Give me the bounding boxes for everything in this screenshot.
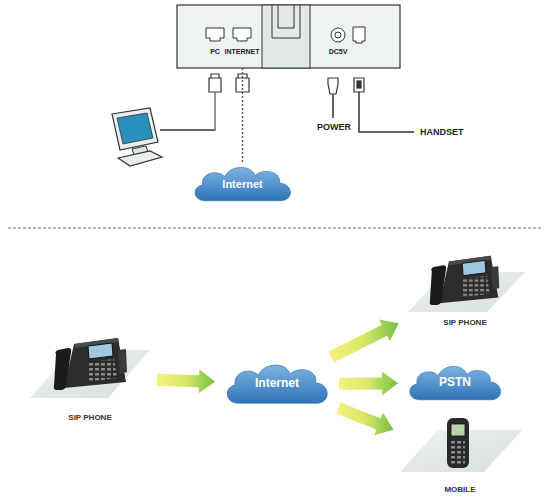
- computer-icon: [112, 108, 162, 166]
- sip-phone-icon: [54, 338, 127, 390]
- device-caption: SIP PHONE: [68, 414, 111, 423]
- sip-phone-node: SIP PHONE: [30, 330, 150, 425]
- cables: [160, 74, 414, 132]
- handset-label: HANDSET: [420, 127, 464, 137]
- device-caption: MOBILE: [444, 486, 475, 495]
- cloud-label: Internet: [222, 178, 262, 190]
- device-caption: SIP PHONE: [443, 319, 486, 328]
- pstn-cloud: PSTN: [405, 362, 505, 404]
- flow-arrow: [336, 403, 393, 436]
- cloud-label: Internet: [255, 377, 299, 390]
- flow-arrow: [157, 369, 215, 393]
- internet-cloud: Internet: [222, 360, 332, 408]
- network-cable: [242, 68, 243, 163]
- device-housing: [177, 5, 400, 68]
- port-label: DC5V: [329, 48, 348, 56]
- power-label: POWER: [317, 122, 351, 132]
- device-box: PC INTERNET DC5V: [177, 5, 400, 68]
- sip-phone-icon: [430, 256, 500, 305]
- port-label: INTERNET: [225, 48, 260, 56]
- port-label: PC: [210, 48, 220, 56]
- flow-arrow: [329, 320, 399, 363]
- flow-arrow: [339, 371, 398, 395]
- cloud-label: PSTN: [439, 376, 471, 389]
- mobile-node: MOBILE: [400, 415, 520, 497]
- separator-line: [8, 228, 542, 229]
- mobile-phone-icon: [447, 418, 469, 468]
- internet-cloud: Internet: [190, 163, 295, 205]
- sip-phone-node: SIP PHONE: [405, 250, 525, 330]
